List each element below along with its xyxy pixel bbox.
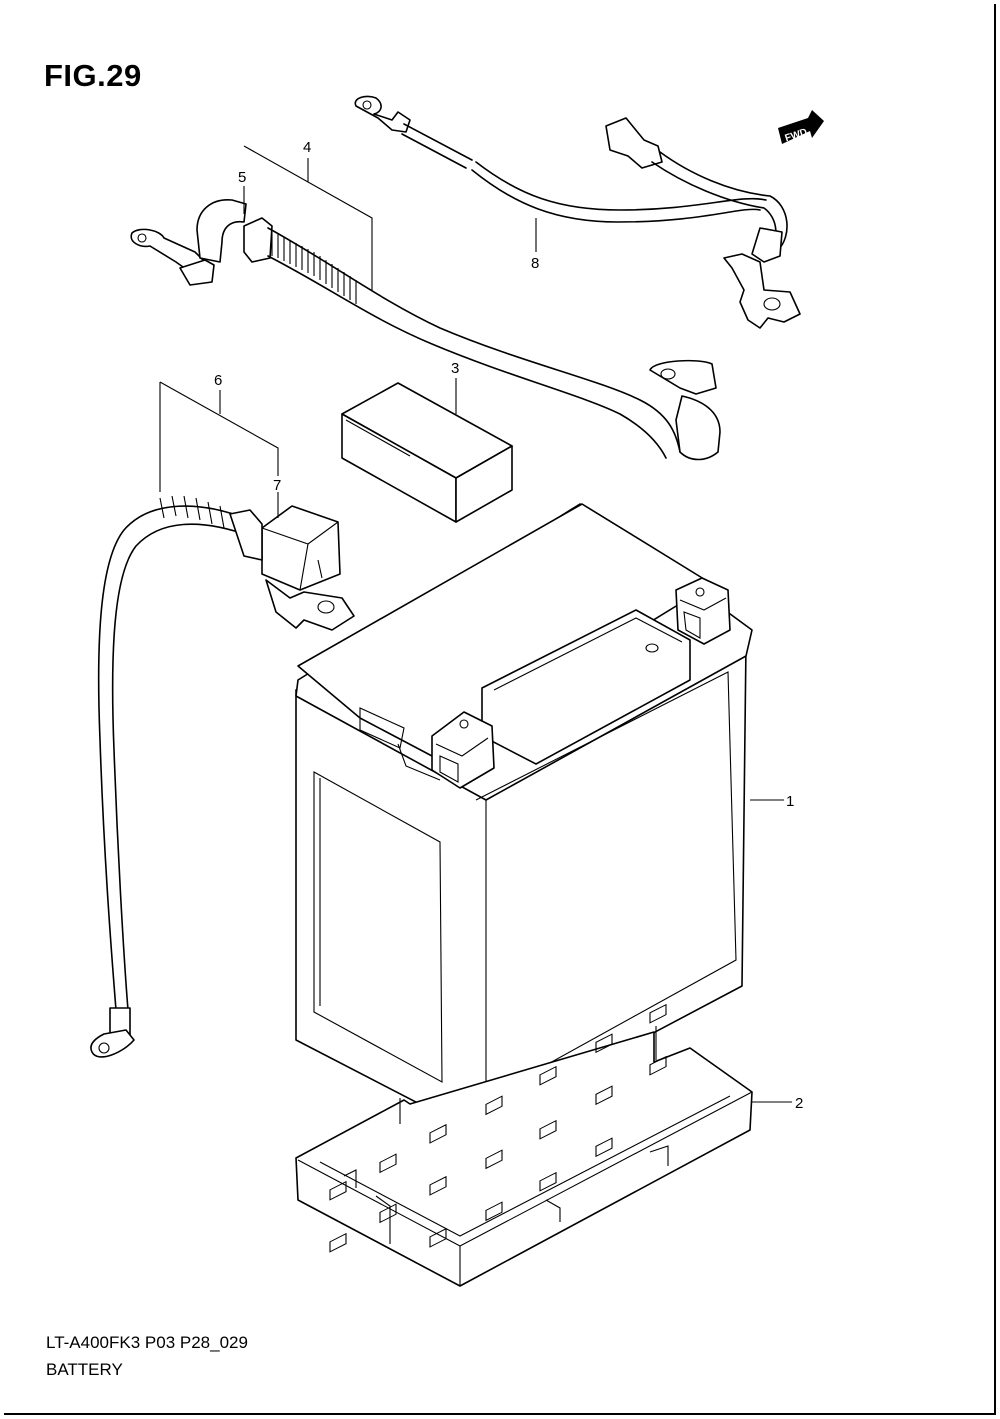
figure-code: LT-A400FK3 P03 P28_029 [46,1333,248,1352]
figure-name: BATTERY [46,1360,123,1379]
callout-6: 6 [214,372,222,389]
callout-4: 4 [303,139,311,156]
callout-3: 3 [451,360,459,377]
part-2-tray [295,1003,753,1287]
callout-2: 2 [795,1095,803,1112]
callout-leaders [159,145,792,1103]
callout-5: 5 [238,169,246,186]
fwd-arrow-icon: FWD [778,110,824,144]
part-8-harness [354,95,801,329]
part-6-negative-cable [90,495,355,1058]
part-4-positive-cable [130,199,721,461]
callout-7: 7 [273,477,281,494]
figure-title: FIG.29 [44,58,142,93]
callout-1: 1 [786,793,794,810]
part-3-block [341,382,513,523]
part-1-battery [295,503,753,1131]
page-border [4,4,996,1415]
callout-8: 8 [531,255,539,272]
